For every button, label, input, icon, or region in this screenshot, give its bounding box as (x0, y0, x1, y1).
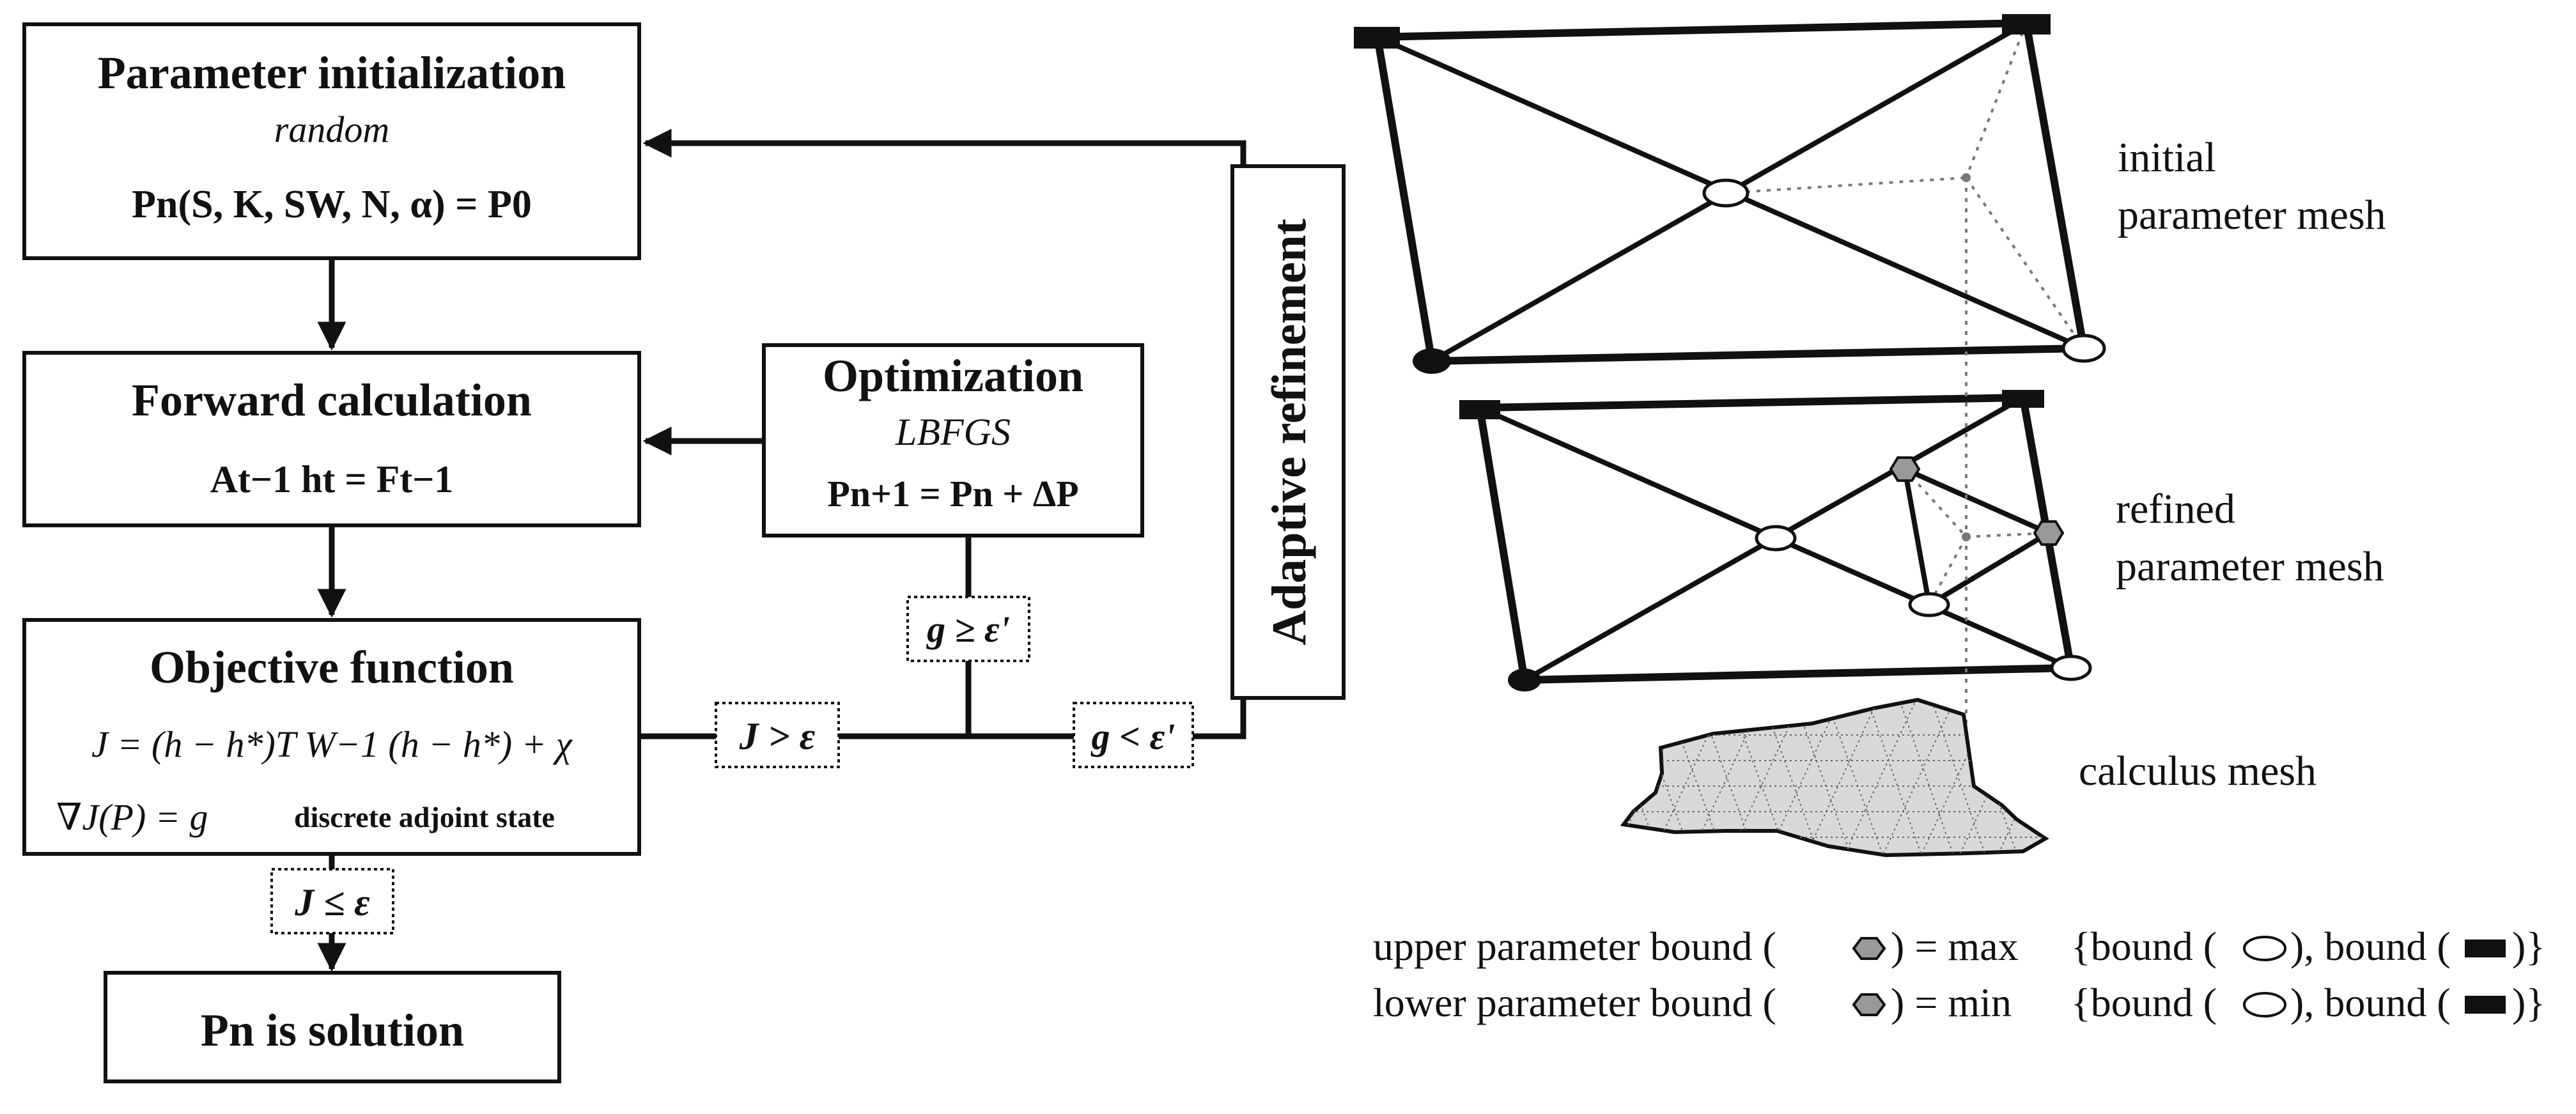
legend-lower-sep: ), bound ( (2290, 980, 2451, 1025)
refined-node-center (1755, 525, 1797, 552)
condition-j-le-eps: J ≤ ε (270, 868, 394, 934)
refinement-label: Adaptive refinement (1262, 219, 1316, 646)
legend-upper-hexagon-icon (1852, 937, 1886, 960)
refined-mesh-label-line1: refined (2116, 486, 2235, 532)
corner-ellipse-bl (1413, 348, 1451, 374)
forward-title: Forward calculation (132, 375, 532, 426)
condition-j-gt-eps-text: J > ε (739, 715, 816, 757)
legend-lower-end: )} (2512, 980, 2545, 1025)
legend-upper-sep: ), bound ( (2290, 924, 2451, 969)
flowchart: Parameter initialization random Pn(S, K,… (22, 22, 1346, 1083)
condition-j-le-eps-text: J ≤ ε (294, 881, 370, 924)
legend-lower-ellipse-icon (2243, 992, 2286, 1017)
objective-note: discrete adjoint state (294, 801, 555, 833)
init-subtitle: random (274, 109, 389, 150)
legend-lower-lead: lower parameter bound ( (1373, 980, 1776, 1025)
legend-lower-mid: ) = min (1891, 980, 2012, 1025)
init-formula: Pn(S, K, SW, N, α) = P0 (132, 183, 532, 226)
forward-formula: At−1 ht = Ft−1 (210, 458, 454, 500)
line-objective-to-branch (639, 698, 1246, 739)
condition-j-gt-eps: J > ε (715, 702, 840, 768)
legend-upper-ellipse-icon (2243, 936, 2286, 961)
node-ellipse-center (1702, 178, 1750, 208)
legend: upper parameter bound ( ) = max {bound (… (1373, 924, 2545, 1025)
solution-box: Pn is solution (104, 971, 561, 1083)
init-title: Parameter initialization (98, 47, 566, 98)
node-ellipse-br (2061, 334, 2106, 363)
condition-g-lt-eps-text: g < ε' (1090, 716, 1175, 757)
legend-upper: upper parameter bound ( ) = max {bound (… (1373, 924, 2545, 969)
legend-upper-rect-icon (2465, 940, 2506, 957)
optimization-method: LBFGS (895, 411, 1011, 453)
calculus-mesh (1620, 697, 2049, 858)
condition-g-ge-eps-text: g ≥ ε' (926, 608, 1010, 650)
legend-lower: lower parameter bound ( ) = min {bound (… (1373, 980, 2545, 1025)
mesh-illustration: initial parameter mesh refined parameter… (1354, 14, 2386, 858)
condition-g-ge-eps: g ≥ ε' (906, 596, 1030, 662)
legend-lower-hexagon-icon (1852, 993, 1886, 1016)
optimization-title: Optimization (823, 350, 1083, 401)
refinement-box: Adaptive refinement (1230, 164, 1346, 700)
corner-rect-tl (1354, 27, 1400, 49)
refined-hexagon-right (2033, 520, 2065, 546)
refined-parameter-mesh (1459, 390, 2092, 692)
legend-upper-set: {bound ( (2071, 924, 2217, 969)
optimization-box: Optimization LBFGS Pn+1 = Pn + ΔP (762, 343, 1144, 538)
legend-upper-lead: upper parameter bound ( (1373, 924, 1776, 969)
refined-corner-ellipse-bl (1508, 669, 1541, 692)
legend-upper-mid: ) = max (1891, 924, 2019, 969)
arrow-refinement-to-init (642, 128, 1246, 166)
forward-box: Forward calculation At−1 ht = Ft−1 (22, 351, 641, 527)
objective-box: Objective function J = (h − h*)T W−1 (h … (22, 618, 641, 856)
condition-g-lt-eps: g < ε' (1073, 702, 1194, 768)
initial-parameter-mesh (1354, 14, 2106, 374)
initial-mesh-label-line2: parameter mesh (2118, 192, 2386, 238)
objective-formula: J = (h − h*)T W−1 (h − h*) + χ (91, 723, 573, 765)
init-box: Parameter initialization random Pn(S, K,… (22, 22, 641, 260)
calculus-mesh-label: calculus mesh (2079, 748, 2316, 794)
solution-text: Pn is solution (201, 1005, 464, 1056)
objective-title: Objective function (150, 642, 514, 693)
legend-lower-set: {bound ( (2071, 980, 2217, 1025)
initial-mesh-label-line1: initial (2118, 134, 2216, 181)
refined-corner-rect-tr (2002, 390, 2044, 408)
legend-lower-rect-icon (2465, 996, 2506, 1014)
legend-upper-end: )} (2512, 924, 2545, 969)
refined-node-inner (1908, 592, 1950, 617)
corner-rect-tr (2002, 14, 2051, 35)
refined-corner-rect-tl (1459, 400, 1500, 419)
refined-mesh-label-line2: parameter mesh (2116, 543, 2384, 590)
optimization-formula: Pn+1 = Pn + ΔP (827, 473, 1078, 514)
refined-hexagon-top (1889, 456, 1921, 482)
refined-node-br (2050, 654, 2092, 681)
objective-gradient: ∇J(P) = g (56, 796, 208, 838)
